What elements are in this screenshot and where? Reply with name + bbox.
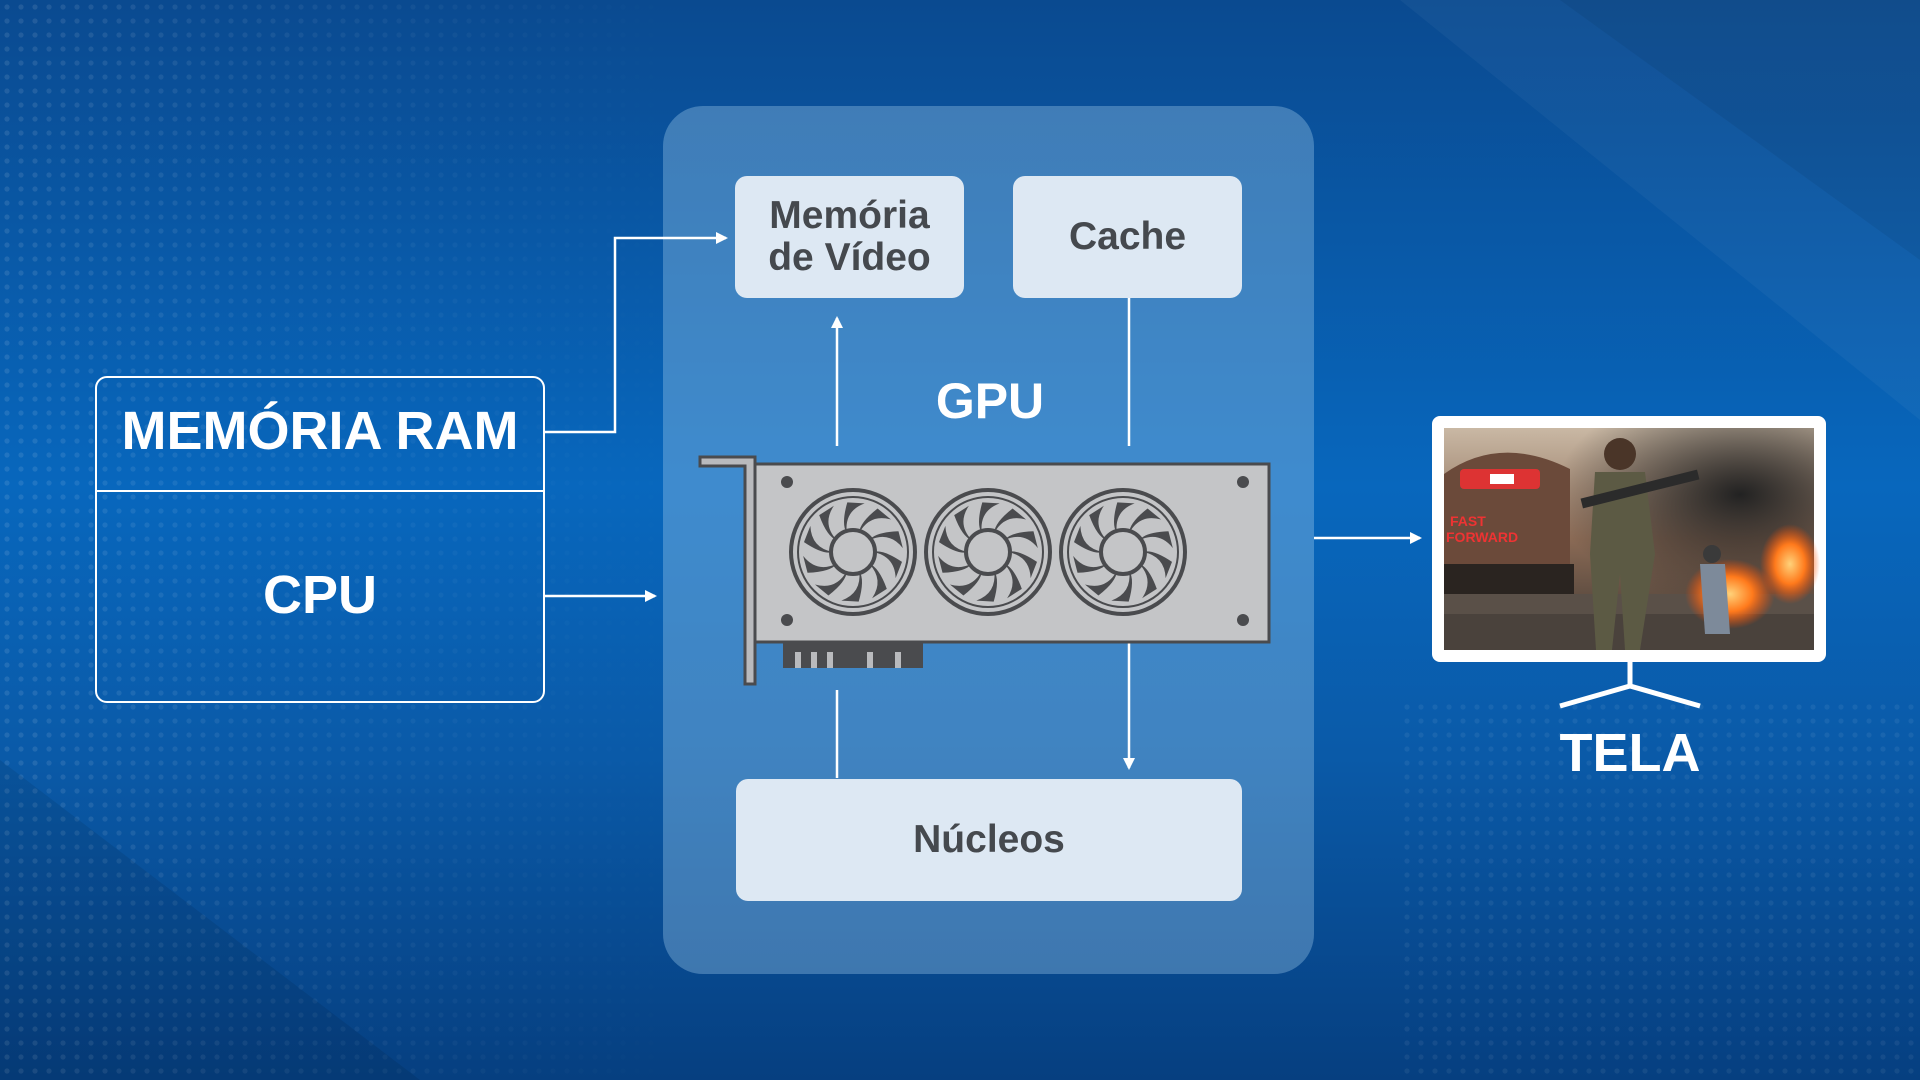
cpu-label: CPU: [262, 565, 377, 625]
gpu-card-icon: [698, 455, 1271, 686]
game-scene-image: FAST FORWARD: [1444, 428, 1820, 650]
svg-text:FORWARD: FORWARD: [1446, 529, 1518, 545]
gpu-label: GPU: [935, 373, 1045, 429]
cache-box: Cache: [1013, 176, 1242, 298]
video-memory-box: Memória de Vídeo: [735, 176, 964, 298]
cache-label: Cache: [1068, 214, 1187, 258]
fan-icon: [789, 488, 917, 616]
cores-box: Núcleos: [736, 779, 1242, 901]
monitor-icon: FAST FORWARD: [1432, 416, 1826, 709]
system-box: MEMÓRIA RAM CPU: [95, 376, 545, 703]
svg-text:FAST: FAST: [1450, 513, 1486, 529]
cores-label: Núcleos: [913, 817, 1065, 861]
fan-icon: [1059, 488, 1187, 616]
system-divider: [97, 490, 543, 492]
video-memory-label: Memória de Vídeo: [768, 193, 931, 279]
fan-icon: [924, 488, 1052, 616]
screen-label: TELA: [1559, 723, 1701, 783]
ram-label: MEMÓRIA RAM: [121, 401, 519, 461]
